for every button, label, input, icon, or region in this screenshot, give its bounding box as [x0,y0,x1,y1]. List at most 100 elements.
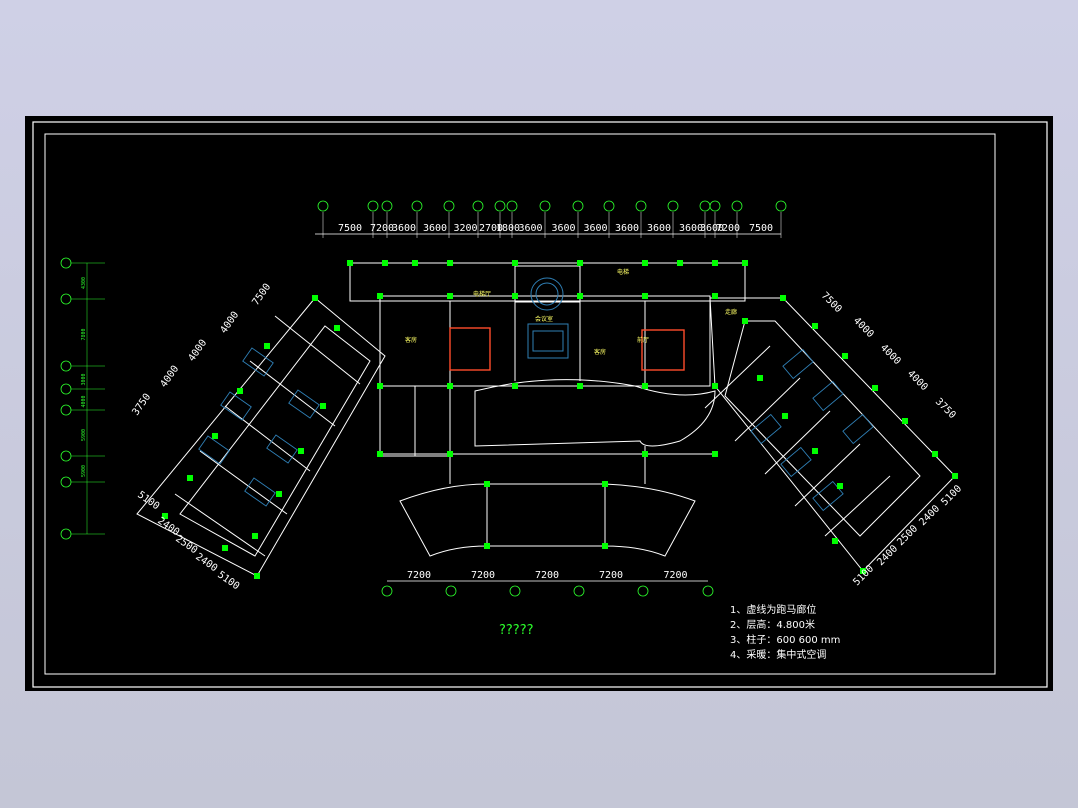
top-dimension-label: 3600 [615,223,639,234]
right-lower-dimension-label: 5100 [939,483,964,508]
column [276,491,282,497]
right-lower-dimension-label: 2500 [895,523,920,548]
column [447,451,453,457]
bottom-dimension-label: 7200 [407,570,431,581]
column [782,413,788,419]
column [812,448,818,454]
round-table [527,277,569,359]
room-label: 客房 [405,336,417,344]
column [952,473,958,479]
axis-bubble [381,585,393,597]
axis-bubble [445,585,457,597]
column [742,318,748,324]
axis-bubble [381,200,393,212]
room-label: 客房 [594,348,606,356]
structural-columns [162,260,958,579]
left-wing-dimension-label: 3750 [130,392,153,418]
left-wing-dimension-label: 4000 [218,310,241,336]
column [712,260,718,266]
left-vertical-dimension-label: 5900 [81,465,87,477]
column [642,260,648,266]
left-wing-dimension-label: 7500 [250,282,273,308]
left-vertical-dimension-label: 3000 [81,373,87,385]
axis-bubble [506,200,518,212]
column [412,260,418,266]
notes-block: 1、虚线为跑马廊位 2、层高：4.800米 3、柱子：600 600 mm 4、… [730,603,840,661]
room-label: 前厅 [637,336,649,344]
axis-bubble [731,200,743,212]
top-dimension-label: 3600 [392,223,416,234]
axis-bubble [637,585,649,597]
top-dimension-label: 3600 [584,223,608,234]
left-lower-dimension-label: 5100 [215,569,241,592]
top-dimension-label: 7500 [338,223,362,234]
right-lower-dimension-label: 5100 [851,563,876,588]
right-wing-dimension-label: 3750 [933,396,958,421]
right-wing-dimension-label: 7500 [819,290,844,315]
red-rooms [449,327,685,371]
axis-bubble [472,200,484,212]
column [447,383,453,389]
column [742,260,748,266]
column [264,343,270,349]
top-dimension-label: 3600 [552,223,576,234]
column [712,383,718,389]
column [842,353,848,359]
column [377,383,383,389]
axis-bubble [317,200,329,212]
note-1: 1、虚线为跑马廊位 [730,603,816,616]
top-dimension-label: 1800 [496,223,520,234]
column [757,375,763,381]
axis-bubble [60,476,72,488]
left-wing-furniture [198,347,320,507]
column [577,293,583,299]
column [577,383,583,389]
left-wing-dimension-label: 4000 [158,364,181,390]
axis-bubble [60,293,72,305]
left-vertical-dimension-label: 4000 [81,395,87,407]
axis-bubble [667,200,679,212]
column [780,295,786,301]
axis-bubble [702,585,714,597]
column [212,433,218,439]
note-4: 4、采暖：集中式空调 [730,648,826,661]
axis-bubble [443,200,455,212]
column [312,295,318,301]
column [642,451,648,457]
column [677,260,683,266]
column [377,293,383,299]
column [860,568,866,574]
column [712,293,718,299]
axis-bubble [494,200,506,212]
column [377,451,383,457]
bottom-dimension-label: 7200 [664,570,688,581]
top-axis-bubbles [317,200,787,238]
column [577,260,583,266]
column [872,385,878,391]
top-dimension-label: 7200 [716,223,740,234]
column [298,448,304,454]
inner-frame [44,133,996,675]
column [642,293,648,299]
outer-frame [32,121,1048,688]
note-3: 3、柱子：600 600 mm [730,633,840,646]
note-2: 2、层高：4.800米 [730,618,815,631]
right-wing-dimension-label: 4000 [878,342,903,367]
bottom-axis-bubbles [381,585,714,597]
axis-bubble [573,585,585,597]
axis-bubble [60,383,72,395]
left-vertical-dimension-label: 4300 [81,277,87,289]
right-wing-dimension-label: 4000 [905,368,930,393]
axis-bubble [572,200,584,212]
column [320,403,326,409]
column [447,260,453,266]
axis-bubble [699,200,711,212]
